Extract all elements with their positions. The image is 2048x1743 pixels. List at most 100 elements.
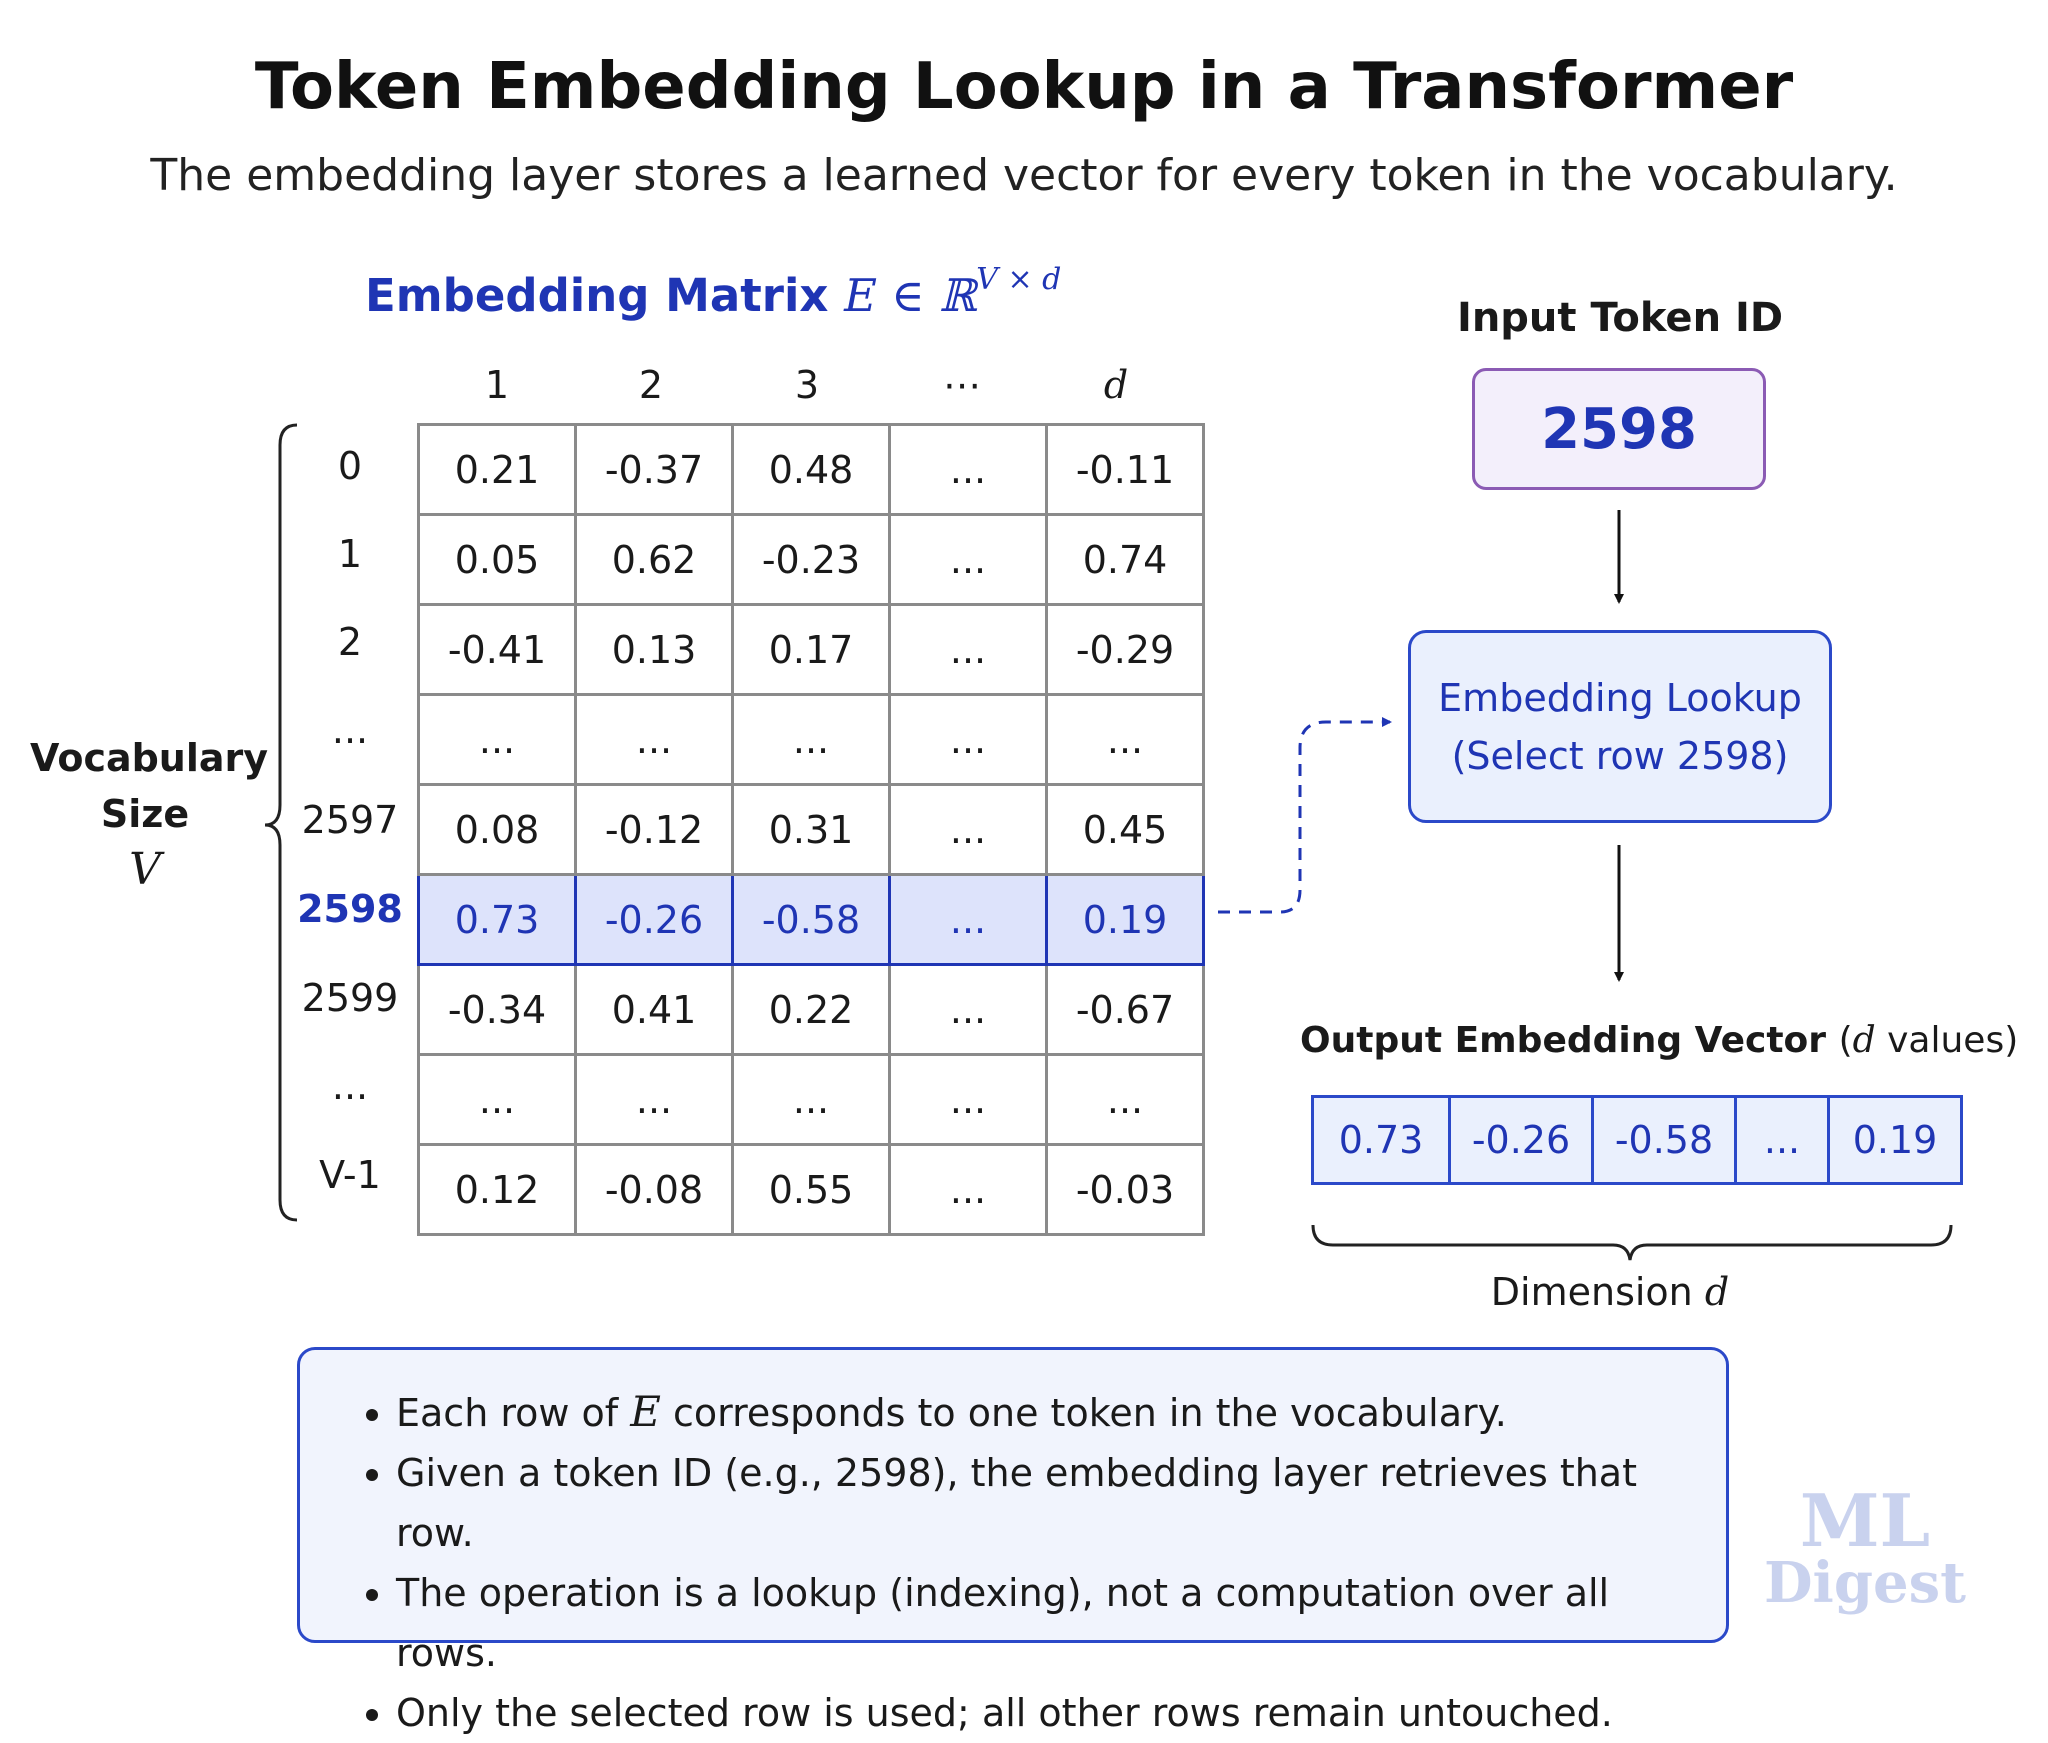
- note-text: corresponds to one token in the vocabula…: [660, 1391, 1507, 1435]
- output-vector-cell: 0.19: [1852, 1118, 1938, 1162]
- note-item: Only the selected row is used; all other…: [396, 1683, 1686, 1743]
- output-vector-cell: -0.26: [1451, 1098, 1594, 1182]
- row-label-selected: 2598: [297, 887, 403, 931]
- matrix-row: 0.21 -0.37 0.48 ... -0.11: [417, 423, 1205, 516]
- matrix-cell: 0.31: [731, 783, 891, 876]
- matrix-row: -0.41 0.13 0.17 ... -0.29: [417, 603, 1205, 696]
- matrix-cell: ...: [888, 513, 1048, 606]
- matrix-cell-selected: -0.58: [731, 873, 891, 966]
- note-item: The operation is a lookup (indexing), no…: [396, 1563, 1686, 1683]
- matrix-cell: 0.45: [1045, 783, 1205, 876]
- matrix-cell: ...: [888, 963, 1048, 1056]
- vocab-label-line2: Size: [100, 792, 190, 836]
- row-label: V-1: [319, 1153, 381, 1197]
- column-header-3: 3: [794, 363, 820, 407]
- matrix-cell: -0.41: [417, 603, 577, 696]
- matrix-cell: -0.03: [1045, 1143, 1205, 1236]
- column-header-ellipsis: ⋯: [943, 363, 981, 407]
- vocab-size-label: Vocabulary Size V: [30, 730, 269, 898]
- matrix-row: 0.12 -0.08 0.55 ... -0.03: [417, 1143, 1205, 1236]
- matrix-title-sup: V × d: [976, 262, 1062, 297]
- output-vector-cell: 0.73: [1314, 1098, 1451, 1182]
- page-subtitle: The embedding layer stores a learned vec…: [150, 150, 1898, 201]
- matrix-title-math: E ∈ ℝV × d: [844, 262, 1061, 322]
- embedding-matrix: 0.21 -0.37 0.48 ... -0.11 0.05 0.62 -0.2…: [417, 423, 1205, 1236]
- watermark-line2: Digest: [1763, 1550, 1966, 1616]
- matrix-cell: ...: [731, 693, 891, 786]
- matrix-cell: -0.23: [731, 513, 891, 606]
- matrix-cell: ...: [888, 603, 1048, 696]
- dimension-text: Dimension: [1490, 1270, 1693, 1314]
- matrix-title-text: Embedding Matrix: [365, 269, 829, 322]
- matrix-cell: -0.08: [574, 1143, 734, 1236]
- matrix-cell: 0.55: [731, 1143, 891, 1236]
- matrix-cell: ...: [888, 783, 1048, 876]
- row-label: 2597: [301, 798, 399, 842]
- row-label: ...: [331, 708, 369, 752]
- dashed-arrow-row-to-lookup: [1218, 717, 1392, 914]
- matrix-cell: ...: [1045, 693, 1205, 786]
- matrix-row: 0.08 -0.12 0.31 ... 0.45: [417, 783, 1205, 876]
- matrix-cell: -0.11: [1045, 423, 1205, 516]
- row-label: 2599: [301, 976, 399, 1020]
- matrix-title: Embedding Matrix E ∈ ℝV × d: [365, 262, 1061, 322]
- matrix-cell-selected: ...: [888, 873, 1048, 966]
- output-vector-cell: -0.58: [1594, 1098, 1737, 1182]
- matrix-cell: ...: [417, 693, 577, 786]
- notes-box: Each row of E corresponds to one token i…: [297, 1347, 1729, 1735]
- matrix-cell: ...: [574, 1053, 734, 1146]
- matrix-title-symbol: E ∈ ℝ: [844, 269, 977, 322]
- matrix-cell: ...: [1045, 1053, 1205, 1146]
- row-label: 0: [337, 444, 363, 488]
- matrix-cell: 0.74: [1045, 513, 1205, 606]
- output-embedding-vector: 0.73 -0.26 -0.58 ... 0.19: [1311, 1095, 1963, 1185]
- note-item: Each row of E corresponds to one token i…: [396, 1382, 1686, 1443]
- lookup-line2: (Select row 2598): [1451, 733, 1789, 778]
- matrix-cell: 0.17: [731, 603, 891, 696]
- vocab-label-line1: Vocabulary: [30, 736, 269, 780]
- output-label-rest: values): [1875, 1020, 2019, 1061]
- matrix-row: ... ... ... ... ...: [417, 693, 1205, 786]
- matrix-cell-selected: 0.73: [417, 873, 577, 966]
- output-vector-label: Output Embedding Vector (d values): [1300, 1020, 2018, 1061]
- matrix-row-selected: 0.73 -0.26 -0.58 ... 0.19: [417, 873, 1205, 966]
- matrix-cell: 0.21: [417, 423, 577, 516]
- matrix-cell: ...: [574, 693, 734, 786]
- note-text: Each row of: [396, 1391, 631, 1435]
- row-label: 2: [337, 620, 363, 664]
- column-header-d: d: [1103, 363, 1129, 407]
- matrix-cell: 0.12: [417, 1143, 577, 1236]
- matrix-row: ... ... ... ... ...: [417, 1053, 1205, 1146]
- output-label-bold: Output Embedding Vector: [1300, 1020, 1827, 1061]
- input-token-box: 2598: [1472, 368, 1766, 490]
- input-token-value: 2598: [1541, 396, 1697, 462]
- note-item: Given a token ID (e.g., 2598), the embed…: [396, 1443, 1686, 1563]
- matrix-cell: 0.08: [417, 783, 577, 876]
- matrix-cell: ...: [417, 1053, 577, 1146]
- matrix-cell: -0.37: [574, 423, 734, 516]
- watermark-line1: ML: [1799, 1478, 1931, 1563]
- column-header-2: 2: [638, 363, 664, 407]
- matrix-cell: 0.62: [574, 513, 734, 606]
- column-header-1: 1: [484, 363, 510, 407]
- matrix-cell-selected: 0.19: [1045, 873, 1205, 966]
- matrix-cell: ...: [888, 693, 1048, 786]
- page-title: Token Embedding Lookup in a Transformer: [254, 50, 1794, 124]
- matrix-cell: -0.12: [574, 783, 734, 876]
- matrix-cell: ...: [888, 423, 1048, 516]
- vocab-symbol: V: [129, 844, 161, 895]
- output-vector-cell: ...: [1737, 1098, 1830, 1182]
- connector-layer: [264, 423, 1953, 1261]
- vocab-brace: [264, 423, 298, 1222]
- matrix-row: 0.05 0.62 -0.23 ... 0.74: [417, 513, 1205, 606]
- matrix-cell: -0.29: [1045, 603, 1205, 696]
- note-math: E: [630, 1387, 661, 1436]
- dimension-label: Dimension d: [1460, 1270, 1760, 1314]
- matrix-cell: ...: [888, 1143, 1048, 1236]
- input-token-label: Input Token ID: [1456, 295, 1784, 341]
- notes-list: Each row of E corresponds to one token i…: [350, 1382, 1686, 1743]
- row-label: ...: [331, 1064, 369, 1108]
- matrix-cell: 0.41: [574, 963, 734, 1056]
- embedding-lookup-box: Embedding Lookup (Select row 2598): [1408, 630, 1832, 823]
- output-label-symbol: d: [1852, 1020, 1876, 1061]
